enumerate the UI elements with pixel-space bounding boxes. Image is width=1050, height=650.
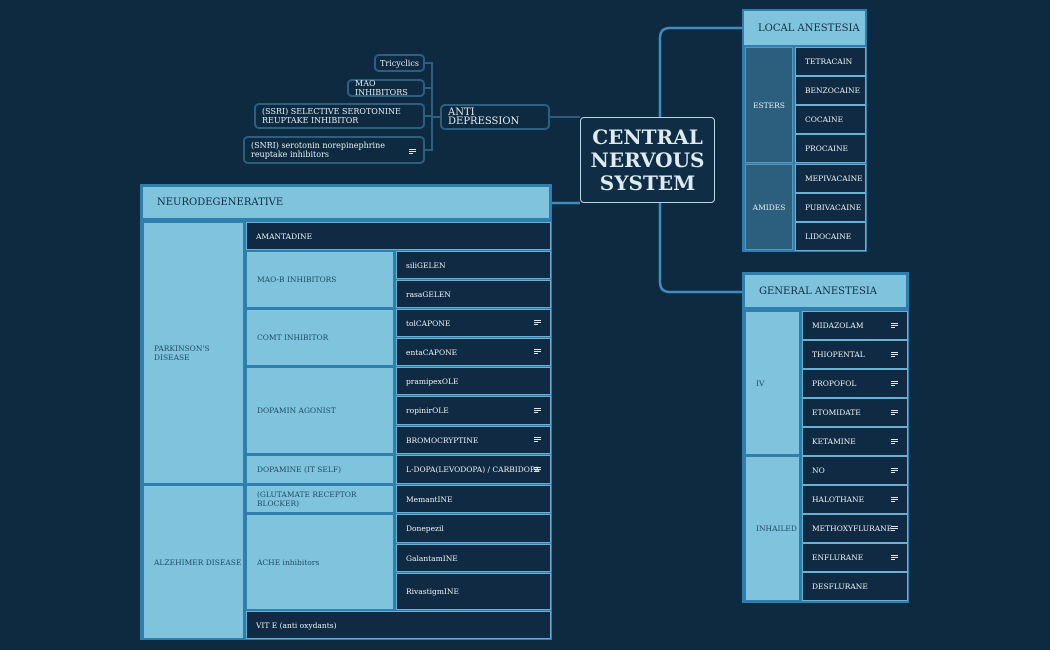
neurodegenerative-header[interactable]: NEURODEGENERATIVE: [140, 184, 552, 221]
ssri-node[interactable]: (SSRI) SELECTIVE SEROTONINE REUPTAKE INH…: [254, 103, 425, 129]
drug-midazolam[interactable]: MIDAZOLAM: [802, 311, 908, 340]
amides-label[interactable]: AMIDES: [745, 164, 793, 250]
note-icon: [891, 496, 898, 502]
drug-label: L-DOPA(LEVODOPA) / CARBIDOPA: [406, 465, 540, 474]
center-title-line: NERVOUS: [590, 147, 705, 172]
esters-label[interactable]: ESTERS: [745, 47, 793, 163]
drug-label: MIDAZOLAM: [812, 321, 864, 330]
drug-halothane[interactable]: HALOTHANE: [802, 485, 908, 514]
drug-label: entaCAPONE: [406, 347, 458, 357]
drug-rivastigmine[interactable]: RivastigmINE: [396, 573, 551, 610]
drug-no[interactable]: NO: [802, 456, 908, 485]
drug-label: HALOTHANE: [812, 495, 865, 504]
drug-mepivacaine[interactable]: MEPIVACAINE: [795, 164, 866, 193]
drug-entacapone[interactable]: entaCAPONE: [396, 338, 551, 366]
note-icon: [534, 320, 541, 325]
drug-amantadine[interactable]: AMANTADINE: [246, 222, 551, 250]
drug-etomidate[interactable]: ETOMIDATE: [802, 398, 908, 427]
drug-label: ETOMIDATE: [812, 408, 861, 417]
note-icon: [891, 554, 898, 560]
mao-b-label[interactable]: MAO-B INHIBITORS: [246, 251, 394, 308]
snri-node[interactable]: (SNRI) serotonin norepinephrine reuptake…: [243, 136, 425, 164]
note-icon: [534, 466, 541, 472]
note-icon: [534, 349, 541, 354]
center-title-line: CENTRAL: [592, 124, 703, 149]
mao-inhibitors-node[interactable]: MAO INHIBITORS: [347, 79, 425, 97]
snri-label: (SNRI) serotonin norepinephrine reuptake…: [251, 141, 386, 159]
dopamin-agonist-label[interactable]: DOPAMIN AGONIST: [246, 367, 394, 454]
drug-tolcapone[interactable]: tolCAPONE: [396, 309, 551, 337]
note-icon: [534, 437, 541, 442]
parkinsons-label[interactable]: PARKINSON'S DISEASE: [143, 222, 244, 484]
general-anesthesia-header[interactable]: GENERAL ANESTESIA: [742, 272, 909, 310]
note-icon: [891, 351, 898, 357]
drug-label: NO: [812, 466, 825, 475]
drug-label: tolCAPONE: [406, 318, 451, 328]
drug-siligelen[interactable]: siliGELEN: [396, 251, 551, 279]
drug-vitamin-e[interactable]: VIT E (anti oxydants): [246, 611, 551, 639]
drug-galantamine[interactable]: GalantamINE: [396, 544, 551, 572]
note-icon: [891, 380, 898, 386]
drug-label: KETAMINE: [812, 437, 856, 446]
drug-label: ENFLURANE: [812, 553, 864, 562]
anti-depression-node[interactable]: ANTI DEPRESSION: [440, 104, 550, 130]
note-icon: [891, 525, 898, 531]
center-title-line: SYSTEM: [599, 170, 696, 195]
note-icon: [534, 407, 541, 413]
drug-methoxyflurane[interactable]: METHOXYFLURANE: [802, 514, 908, 543]
drug-thiopental[interactable]: THIOPENTAL: [802, 340, 908, 369]
drug-benzocaine[interactable]: BENZOCAINE: [795, 76, 866, 105]
note-icon: [891, 467, 898, 473]
drug-bromocryptine[interactable]: BROMOCRYPTINE: [396, 426, 551, 454]
drug-cocaine[interactable]: COCAINE: [795, 105, 866, 134]
drug-lidocaine[interactable]: LIDOCAINE: [795, 222, 866, 251]
drug-desflurane[interactable]: DESFLURANE: [802, 572, 908, 601]
drug-pramipexole[interactable]: pramipexOLE: [396, 367, 551, 395]
tricyclics-node[interactable]: Tricyclics: [374, 54, 425, 72]
drug-pubivacaine[interactable]: PUBIVACAINE: [795, 193, 866, 222]
comt-label[interactable]: COMT INHIBITOR: [246, 309, 394, 366]
note-icon: [891, 409, 898, 415]
glutamate-blocker-label[interactable]: (GLUTAMATE RECEPTOR BLOCKER): [246, 485, 394, 513]
drug-label: METHOXYFLURANE: [812, 524, 893, 533]
drug-label: PROPOFOL: [812, 379, 857, 388]
note-icon: [891, 438, 898, 444]
drug-procaine[interactable]: PROCAINE: [795, 134, 866, 163]
local-anesthesia-header[interactable]: LOCAL ANESTESIA: [742, 9, 867, 47]
iv-label[interactable]: IV: [745, 311, 800, 455]
drug-label: THIOPENTAL: [812, 350, 865, 359]
drug-levodopa[interactable]: L-DOPA(LEVODOPA) / CARBIDOPA: [396, 455, 551, 484]
note-icon: [891, 322, 898, 328]
drug-ropinirole[interactable]: ropinirOLE: [396, 396, 551, 425]
central-nervous-system-node[interactable]: CENTRAL NERVOUS SYSTEM: [580, 117, 715, 203]
ache-inhibitors-label[interactable]: ACHE inhibitors: [246, 514, 394, 610]
drug-enflurane[interactable]: ENFLURANE: [802, 543, 908, 572]
drug-propofol[interactable]: PROPOFOL: [802, 369, 908, 398]
drug-memantine[interactable]: MemantINE: [396, 485, 551, 513]
alzheimer-label[interactable]: ALZEHIMER DISEASE: [143, 485, 244, 639]
drug-ketamine[interactable]: KETAMINE: [802, 427, 908, 456]
inhailed-label[interactable]: INHAILED: [745, 456, 800, 601]
drug-tetracain[interactable]: TETRACAIN: [795, 47, 866, 76]
drug-label: ropinirOLE: [406, 406, 449, 415]
note-icon: [409, 149, 416, 154]
drug-rasagelen[interactable]: rasaGELEN: [396, 280, 551, 308]
dopamine-itself-label[interactable]: DOPAMINE (IT SELF): [246, 455, 394, 484]
drug-label: BROMOCRYPTINE: [406, 435, 479, 445]
drug-donepezil[interactable]: Donepezil: [396, 514, 551, 543]
